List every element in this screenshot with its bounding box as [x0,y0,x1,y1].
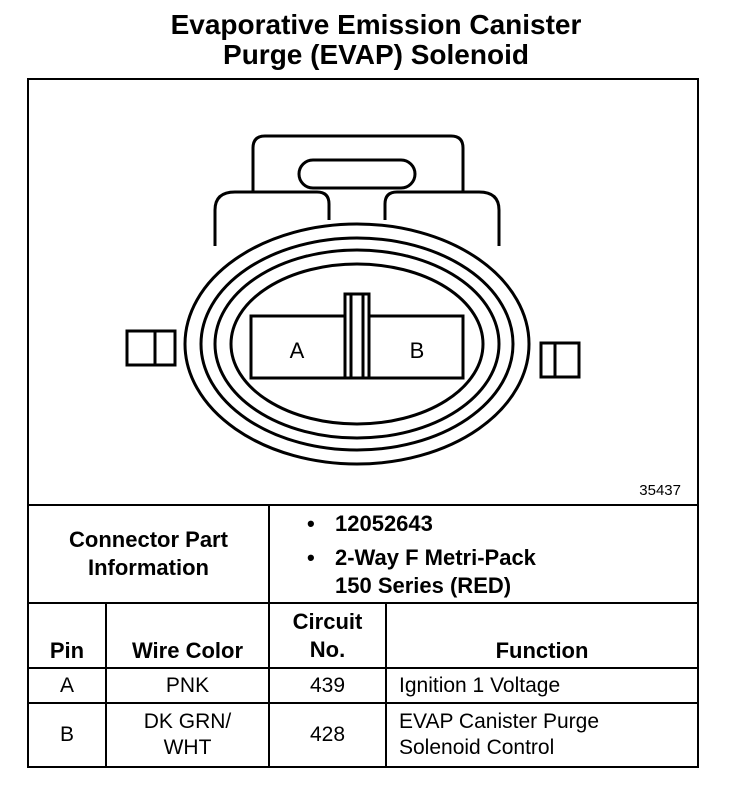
side-tab-right [539,341,581,379]
header-circuit-line-2: No. [309,636,346,662]
row-b-function-line-1: EVAP Canister Purge [399,710,599,733]
row-b-top-rule [29,702,697,704]
row-b-function: EVAP Canister Purge Solenoid Control [387,704,697,766]
table-top-rule [29,504,697,506]
side-tab-left [125,329,177,367]
col-divider-2 [268,602,270,766]
row-a-pin: A [59,673,74,697]
header-wire-color: Wire Color [131,638,244,663]
header-circuit-line-1: Circuit [292,608,363,634]
page-title: Evaporative Emission Canister Purge (EVA… [0,10,752,70]
connector-description-line-2: 150 Series (RED) [335,573,512,598]
connector-info-label: Connector Part Information [29,506,268,602]
connector-body-ring-3 [229,262,485,426]
header-circuit: Circuit No. [270,604,385,667]
figure-number: 35437 [639,482,681,499]
connector-drawing: A B [125,134,581,466]
latch-boss-right [383,190,501,246]
row-b-function-line-2: Solenoid Control [399,736,555,759]
title-line-1: Evaporative Emission Canister [170,9,582,40]
connector-frame: A B 35437 Connector Part Information • 1… [27,78,699,768]
connector-body-ring-2 [213,248,501,440]
header-top-rule [29,602,697,604]
connector-info-label-line-1: Connector Part [69,527,228,552]
col-divider-1 [105,602,107,766]
connector-info-bullets: • 12052643 • 2-Way F Metri-Pack 150 Seri… [307,510,536,600]
latch-slot [297,158,417,190]
row-a-function: Ignition 1 Voltage [399,673,561,697]
bullet-icon: • [307,511,315,536]
pin-label-a: A [290,338,305,363]
row-b-wire-color: DK GRN/ WHT [107,704,268,766]
info-divider [268,504,270,604]
row-b-wire-line-1: DK GRN/ [143,710,232,733]
pin-label-b: B [410,338,425,363]
center-key [343,292,371,380]
connector-description-line-1: 2-Way F Metri-Pack [335,545,536,570]
bullet-icon: • [307,545,315,570]
header-function: Function [495,638,589,663]
header-pin: Pin [49,638,85,663]
part-number: 12052643 [335,511,433,536]
row-b-pin: B [59,723,74,746]
title-line-2: Purge (EVAP) Solenoid [223,39,529,70]
connector-body-ring-1 [199,236,515,452]
row-b-circuit: 428 [309,723,346,746]
connector-info-label-line-2: Information [87,555,209,580]
row-a-circuit: 439 [309,673,346,697]
row-a-top-rule [29,667,697,669]
latch-boss-left [213,190,331,246]
col-divider-3 [385,602,387,766]
row-a-wire-color: PNK [165,673,210,697]
row-b-wire-line-2: WHT [163,736,212,759]
